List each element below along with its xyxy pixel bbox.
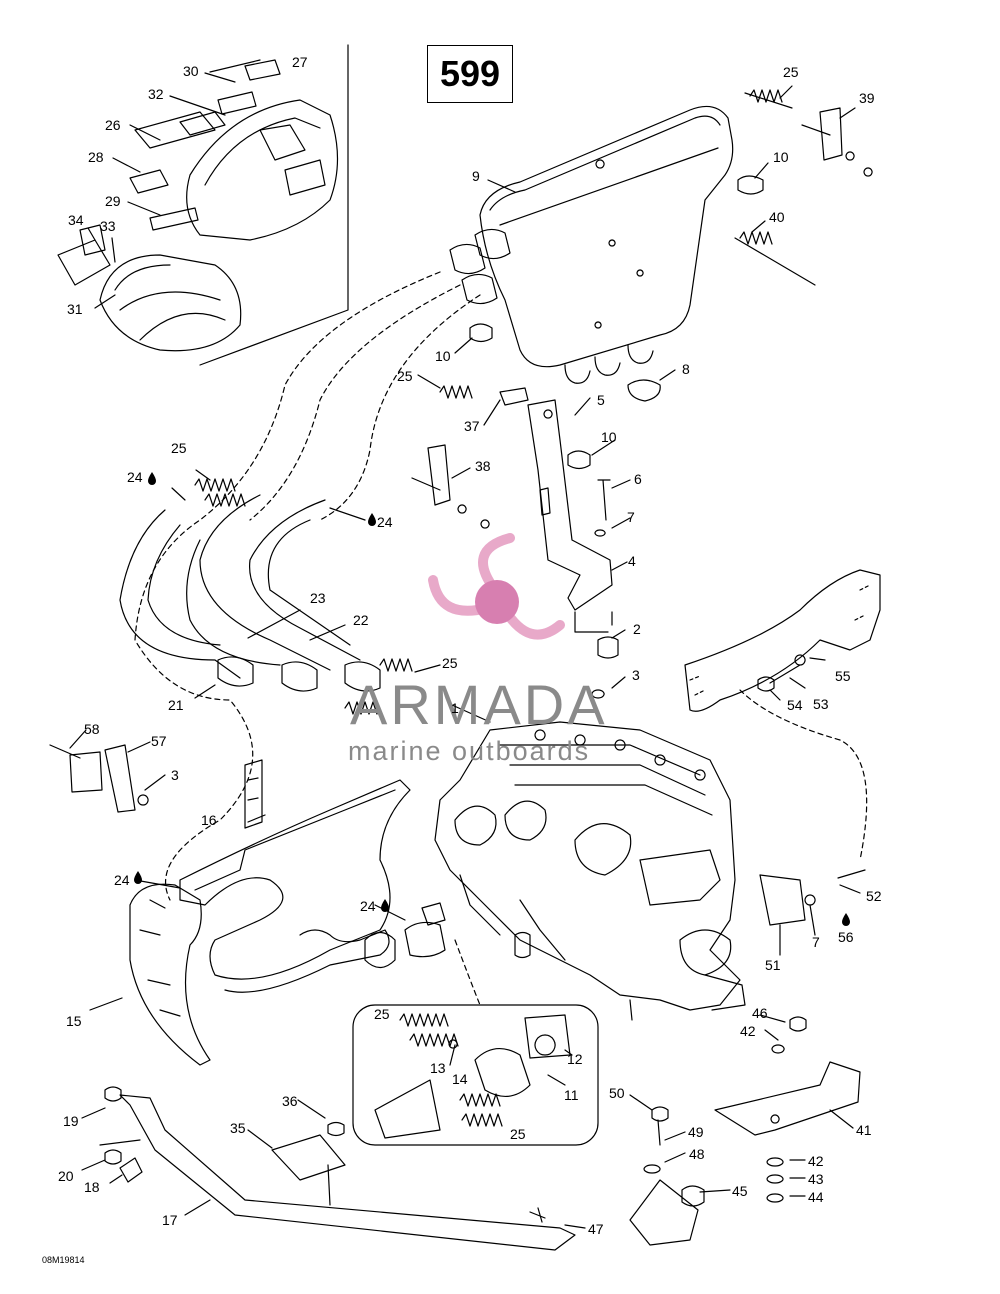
callout-31: 31 bbox=[67, 301, 83, 317]
callout-10-a: 10 bbox=[773, 149, 789, 165]
watermark-tagline: marine outboards bbox=[348, 736, 591, 766]
callout-42-b: 42 bbox=[808, 1153, 824, 1169]
callout-24-a: 24 bbox=[127, 469, 143, 485]
callout-54: 54 bbox=[787, 697, 803, 713]
callout-26: 26 bbox=[105, 117, 121, 133]
callout-46: 46 bbox=[752, 1005, 768, 1021]
callout-49: 49 bbox=[688, 1124, 704, 1140]
callout-24-c: 24 bbox=[114, 872, 130, 888]
detail-inset-drawing bbox=[374, 1013, 573, 1139]
callout-27: 27 bbox=[292, 54, 308, 70]
callout-11: 11 bbox=[564, 1087, 579, 1103]
callout-32: 32 bbox=[148, 86, 164, 102]
callout-19: 19 bbox=[63, 1113, 79, 1129]
callout-18: 18 bbox=[84, 1179, 100, 1195]
callout-24-b: 24 bbox=[377, 514, 393, 530]
callout-5: 5 bbox=[597, 392, 605, 408]
callout-23: 23 bbox=[310, 590, 326, 606]
diagram-reference-box: 599 bbox=[427, 45, 513, 103]
callout-39: 39 bbox=[859, 90, 875, 106]
right-side-parts bbox=[684, 569, 881, 956]
lower-support-brackets bbox=[81, 1014, 861, 1251]
drip-markers bbox=[134, 472, 850, 926]
callout-14: 14 bbox=[452, 1071, 468, 1087]
callout-35: 35 bbox=[230, 1120, 246, 1136]
callout-37: 37 bbox=[464, 418, 480, 434]
callout-3-b: 3 bbox=[171, 767, 179, 783]
engine-drawing bbox=[434, 704, 746, 1021]
callout-52: 52 bbox=[866, 888, 882, 904]
engine-mount-bracket bbox=[411, 387, 631, 699]
exhaust-manifold bbox=[89, 759, 446, 1066]
callout-48: 48 bbox=[689, 1146, 705, 1162]
callout-25-b: 25 bbox=[397, 368, 413, 384]
callout-12: 12 bbox=[567, 1051, 583, 1067]
callout-17: 17 bbox=[162, 1212, 178, 1228]
callout-53: 53 bbox=[813, 696, 829, 712]
callout-56: 56 bbox=[838, 929, 854, 945]
callout-25-f: 25 bbox=[510, 1126, 526, 1142]
callout-6: 6 bbox=[634, 471, 642, 487]
inset-cover-drawing bbox=[57, 59, 339, 352]
inset-frame bbox=[199, 44, 349, 366]
callout-15: 15 bbox=[66, 1013, 82, 1029]
callout-1: 1 bbox=[451, 700, 459, 716]
callout-58: 58 bbox=[84, 721, 100, 737]
callout-44: 44 bbox=[808, 1189, 824, 1205]
callout-57: 57 bbox=[151, 733, 167, 749]
callout-21: 21 bbox=[168, 697, 184, 713]
callout-13: 13 bbox=[430, 1060, 446, 1076]
callout-22: 22 bbox=[353, 612, 369, 628]
callout-7-a: 7 bbox=[627, 509, 635, 525]
callout-34: 34 bbox=[68, 212, 84, 228]
callout-51: 51 bbox=[765, 957, 781, 973]
detail-inset-frame bbox=[352, 1004, 599, 1146]
callout-50: 50 bbox=[609, 1085, 625, 1101]
left-bracket-parts bbox=[49, 729, 166, 813]
callout-20: 20 bbox=[58, 1168, 74, 1184]
callout-36: 36 bbox=[282, 1093, 298, 1109]
callout-29: 29 bbox=[105, 193, 121, 209]
callout-43: 43 bbox=[808, 1171, 824, 1187]
callout-3-a: 3 bbox=[632, 667, 640, 683]
watermark-propeller-icon bbox=[428, 533, 565, 640]
exhaust-routes bbox=[134, 271, 868, 1006]
callout-25-a: 25 bbox=[783, 64, 799, 80]
drawing-code: 08M19814 bbox=[42, 1255, 85, 1265]
callout-45: 45 bbox=[732, 1183, 748, 1199]
callout-25-d: 25 bbox=[442, 655, 458, 671]
watermark-brand: ARMADA bbox=[350, 673, 608, 736]
callout-25-e: 25 bbox=[374, 1006, 390, 1022]
callout-28: 28 bbox=[88, 149, 104, 165]
callout-47: 47 bbox=[588, 1221, 604, 1237]
callout-10-b: 10 bbox=[435, 348, 451, 364]
callout-55: 55 bbox=[835, 668, 851, 684]
diagram-reference-number: 599 bbox=[439, 53, 501, 94]
callout-40: 40 bbox=[769, 209, 785, 225]
tuned-pipes bbox=[119, 374, 473, 715]
callout-8: 8 bbox=[682, 361, 690, 377]
callout-7-b: 7 bbox=[812, 934, 820, 950]
callout-4: 4 bbox=[628, 553, 636, 569]
callout-10-c: 10 bbox=[601, 429, 617, 445]
callout-38: 38 bbox=[475, 458, 491, 474]
callout-9: 9 bbox=[472, 168, 480, 184]
callout-42-a: 42 bbox=[740, 1023, 756, 1039]
callout-16: 16 bbox=[201, 812, 217, 828]
callout-24-d: 24 bbox=[360, 898, 376, 914]
callout-25-c: 25 bbox=[171, 440, 187, 456]
muffler-drawing bbox=[449, 85, 873, 402]
callout-30: 30 bbox=[183, 63, 199, 79]
callout-33: 33 bbox=[100, 218, 116, 234]
callout-41: 41 bbox=[856, 1122, 872, 1138]
callout-2: 2 bbox=[633, 621, 641, 637]
